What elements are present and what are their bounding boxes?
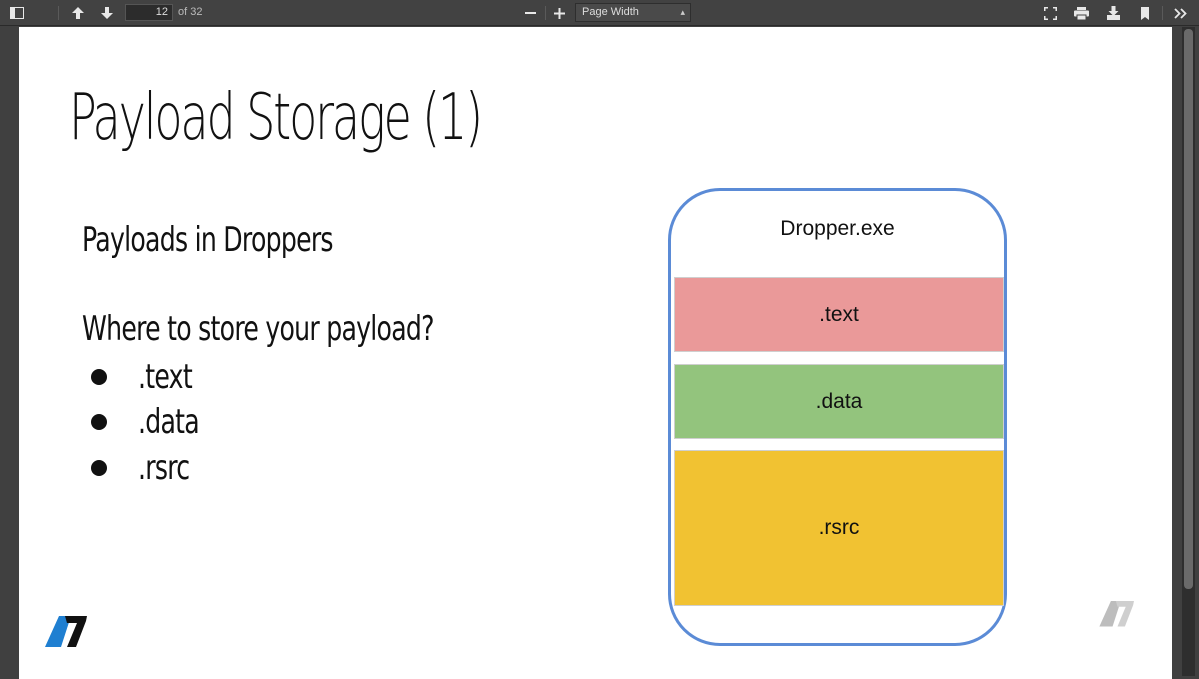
toolbar-separator [545, 6, 546, 20]
sidebar-toggle-icon[interactable] [6, 3, 28, 23]
fullscreen-icon[interactable] [1039, 3, 1061, 23]
bullet-dot [91, 369, 107, 385]
arrow-down-icon[interactable] [96, 3, 118, 23]
section-rsrc: .rsrc [674, 450, 1004, 606]
bullet-item: .rsrc [138, 448, 190, 488]
zoom-select-value: Page Width [582, 6, 639, 18]
download-icon[interactable] [1102, 3, 1124, 23]
toolbar-separator [1162, 6, 1163, 20]
watermark-logo [1099, 601, 1136, 634]
bookmark-icon[interactable] [1134, 3, 1156, 23]
page-number-input[interactable]: 12 [125, 4, 173, 21]
section-label: .text [819, 302, 859, 326]
pdf-page: Payload Storage (1) Payloads in Droppers… [19, 27, 1172, 679]
dropper-exe-label: Dropper.exe [780, 217, 895, 240]
section-data: .data [674, 364, 1004, 439]
company-logo [45, 616, 89, 655]
zoom-in-icon[interactable] [548, 3, 570, 23]
vertical-scrollbar[interactable] [1182, 27, 1195, 676]
scrollbar-thumb[interactable] [1184, 29, 1193, 589]
bullet-dot [91, 460, 107, 476]
slide-question: Where to store your payload? [82, 309, 434, 349]
select-arrows-icon: ▴ [680, 7, 685, 17]
bullet-item: .data [138, 402, 200, 442]
zoom-out-icon[interactable] [519, 3, 541, 23]
page-count-label: of 32 [178, 6, 203, 18]
bullet-item: .text [138, 357, 193, 397]
bullet-dot [91, 414, 107, 430]
zoom-select[interactable]: Page Width ▴ [575, 3, 691, 22]
arrow-up-icon[interactable] [67, 3, 89, 23]
slide-subtitle: Payloads in Droppers [82, 220, 334, 260]
section-text: .text [674, 277, 1004, 352]
more-tools-icon[interactable] [1169, 3, 1191, 23]
print-icon[interactable] [1070, 3, 1092, 23]
pdf-toolbar: 12 of 32 Page Width ▴ [0, 0, 1199, 26]
section-label: .rsrc [818, 516, 860, 539]
toolbar-separator [58, 6, 59, 20]
dropper-exe-container [668, 188, 1007, 646]
slide-title: Payload Storage (1) [69, 81, 483, 155]
section-label: .data [815, 389, 863, 413]
